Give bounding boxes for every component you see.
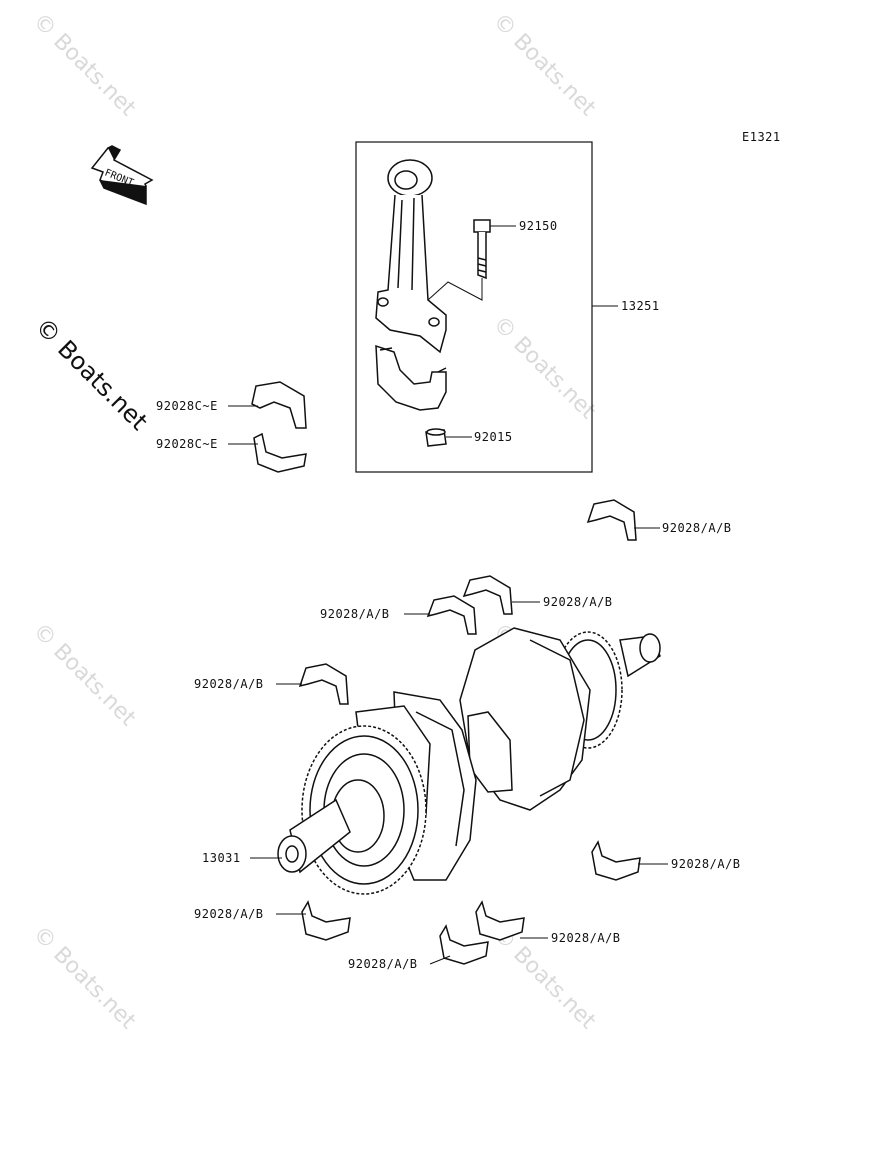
part-labels: 92150 13251 92015 92028C~E 92028C~E 9202… [156, 219, 741, 971]
label-92028c-lower: 92028C~E [156, 437, 218, 451]
main-bearing-shells [298, 499, 641, 965]
watermark-dark: © Boats.net [30, 312, 153, 435]
label-92015: 92015 [474, 430, 513, 444]
label-92150: 92150 [519, 219, 558, 233]
watermark-3: © Boats.net [488, 312, 601, 425]
crankshaft [277, 627, 661, 895]
label-92028-4: 92028/A/B [194, 677, 264, 691]
leader-lines [228, 225, 668, 965]
bolt-guide-line [427, 278, 483, 301]
label-92028-3: 92028/A/B [320, 607, 390, 621]
label-92028-8: 92028/A/B [348, 957, 418, 971]
con-rod-assembly-box [355, 141, 593, 473]
watermark-4: © Boats.net [28, 619, 141, 732]
label-92028-1: 92028/A/B [662, 521, 732, 535]
label-92028-5: 92028/A/B [671, 857, 741, 871]
label-92028-7: 92028/A/B [551, 931, 621, 945]
crankpin-bearing-lower [253, 432, 307, 473]
label-92028-6: 92028/A/B [194, 907, 264, 921]
rod-nut [425, 428, 447, 447]
connecting-rod [375, 159, 447, 411]
crankpin-bearing-upper [251, 381, 307, 429]
front-arrow-icon: FRONT [90, 145, 154, 206]
rod-bolt [473, 219, 491, 280]
watermark-1: © Boats.net [28, 9, 141, 122]
watermark-2: © Boats.net [488, 9, 601, 122]
label-13031: 13031 [202, 851, 241, 865]
watermark-6: © Boats.net [28, 922, 141, 1035]
label-13251: 13251 [621, 299, 660, 313]
label-92028c-upper: 92028C~E [156, 399, 218, 413]
label-92028-2: 92028/A/B [543, 595, 613, 609]
diagram-code: E1321 [742, 130, 781, 144]
